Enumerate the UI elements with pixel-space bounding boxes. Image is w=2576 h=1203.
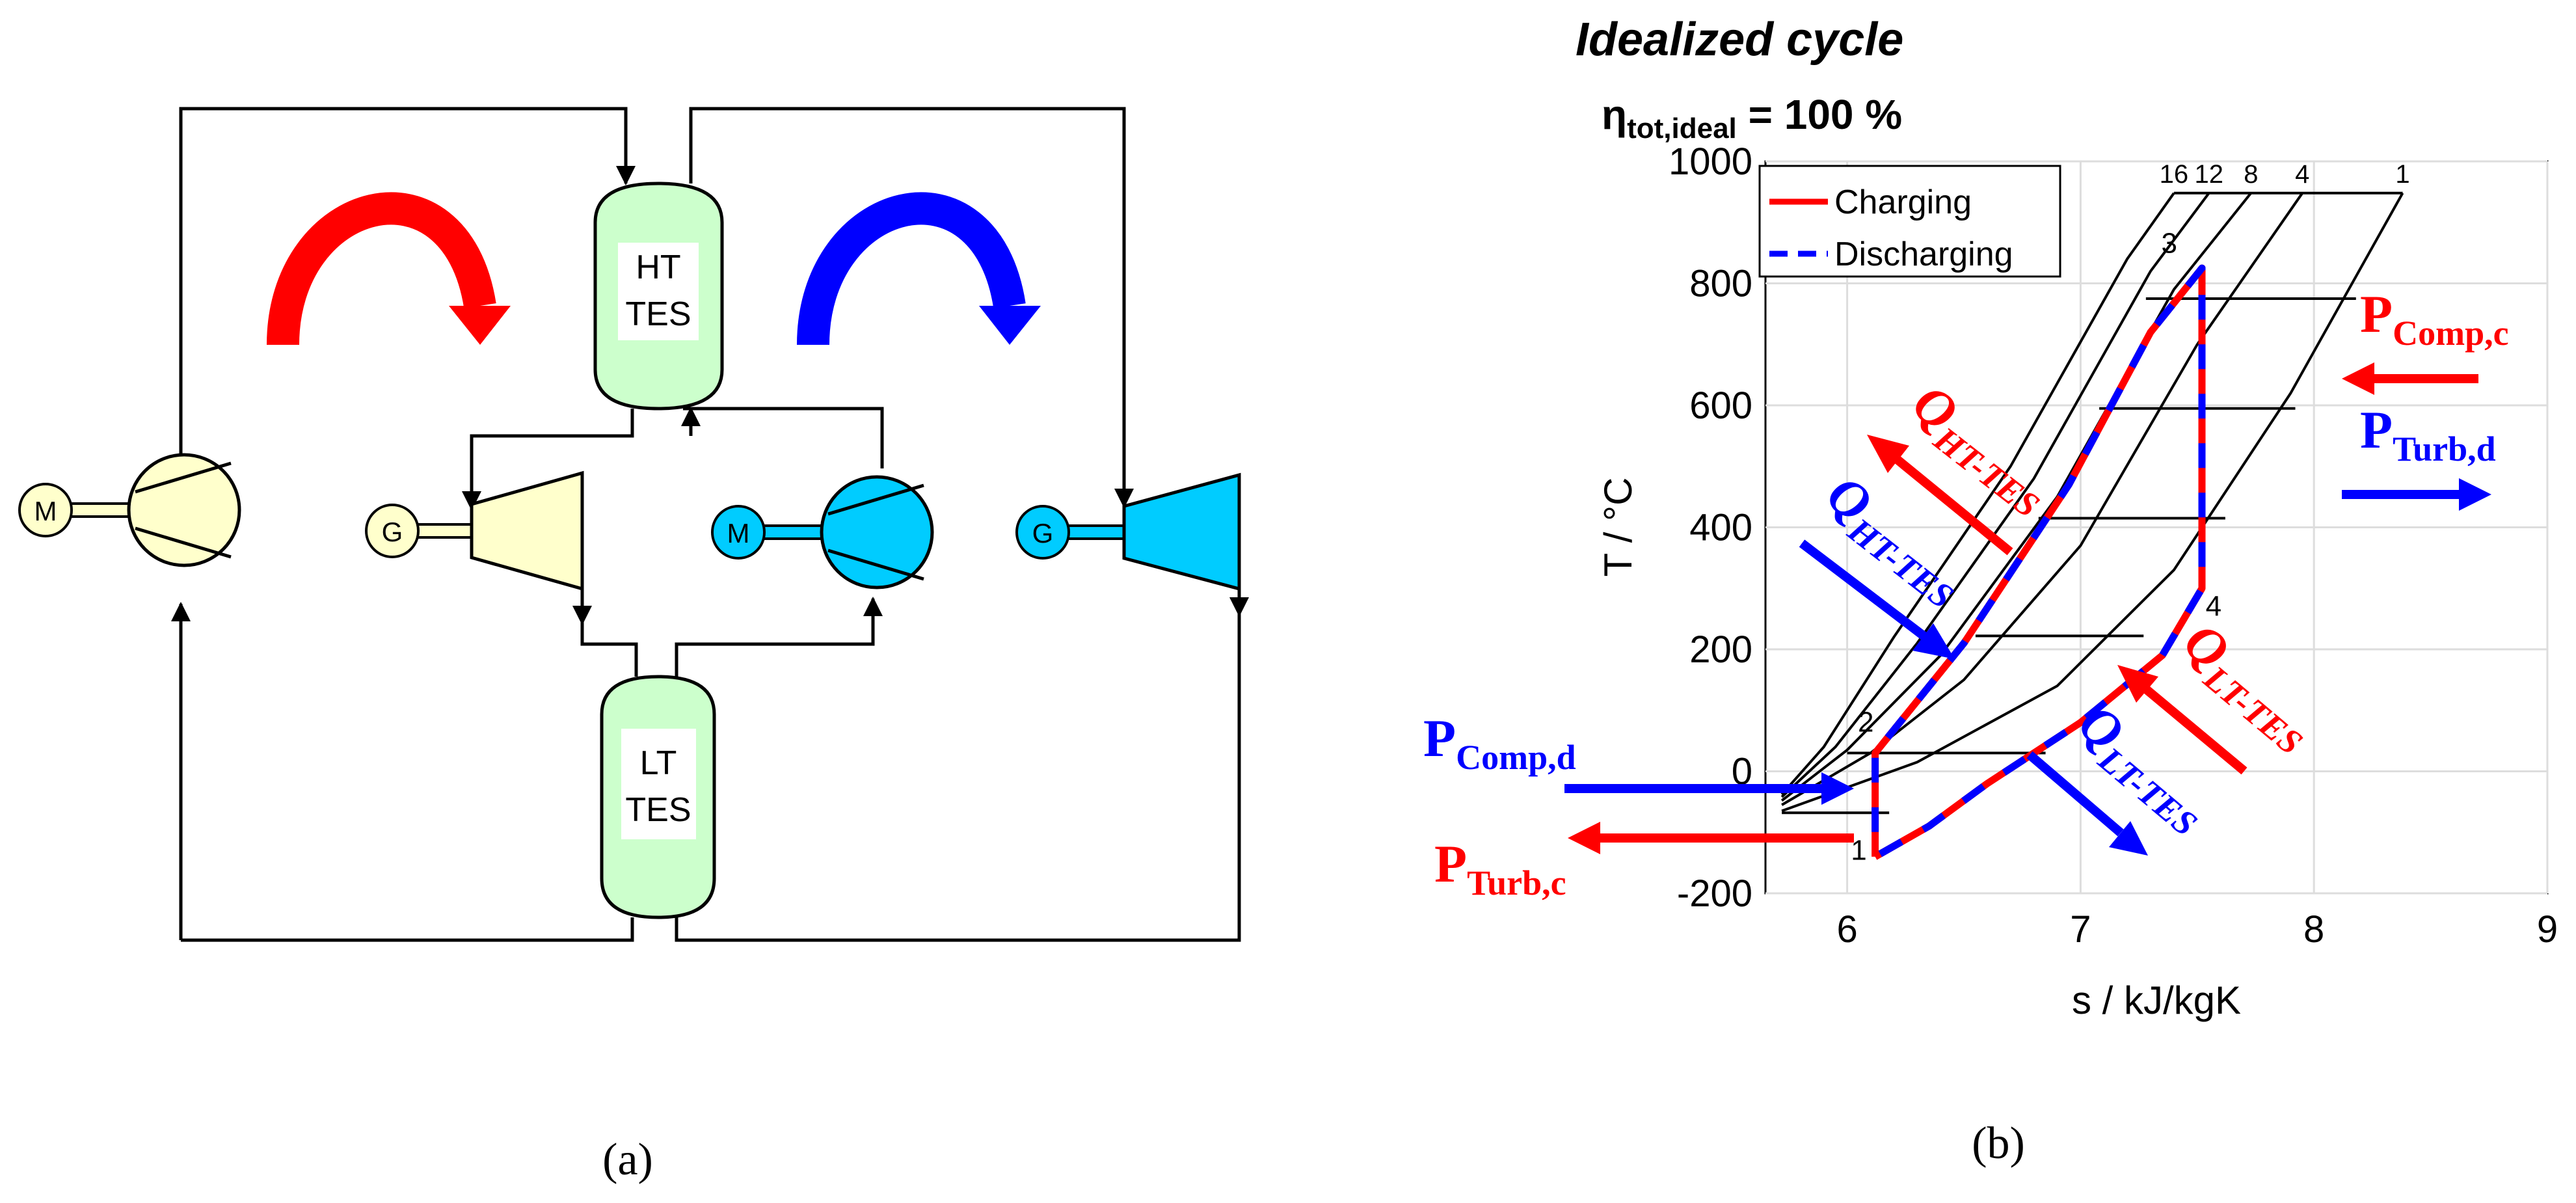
isobar-line <box>1780 192 2175 796</box>
lt-storage-tank-icon: LT TES <box>600 675 716 919</box>
x-axis-label: s / kJ/kgK <box>2072 979 2241 1022</box>
ht-tes-label-line2: TES <box>625 295 691 333</box>
grid <box>1765 160 2549 895</box>
panel-b-ts-diagram: Idealized cycle ηtot,ideal = 100 % 6 7 8 9 -… <box>1423 14 2558 1169</box>
ht-tes-label-line1: HT <box>636 249 680 286</box>
y-tick-label: 1000 <box>1669 141 1752 183</box>
discharging-compressor-icon: M <box>711 475 934 589</box>
isobar-line <box>1780 192 2252 802</box>
p-comp-d-label: PComp,d <box>1423 709 1576 777</box>
y-tick-label: 200 <box>1689 629 1752 671</box>
pipe-lt-to-comp <box>675 597 883 677</box>
charging-motor-label: M <box>34 496 57 526</box>
state-point-label: 3 <box>2161 228 2177 260</box>
p-turb-d-arrow-icon <box>2342 478 2491 511</box>
isobar-line <box>1781 192 2303 806</box>
discharging-turbine-icon: G <box>1015 472 1241 591</box>
y-tick-label: 600 <box>1689 385 1752 427</box>
discharging-cycle-line <box>1872 264 2206 860</box>
y-axis-label: T / °C <box>1596 478 1640 577</box>
isobar-line <box>1780 192 2210 798</box>
pipe-discharging-feed <box>683 407 884 468</box>
isobar-label: 8 <box>2244 160 2258 189</box>
y-tick-label: 400 <box>1689 507 1752 549</box>
legend: Charging Discharging <box>1758 165 2061 278</box>
pipe-hp-discharging <box>689 107 1134 508</box>
charging-expander-icon: G <box>365 470 584 591</box>
isobar-label: 16 <box>2160 160 2189 189</box>
q-ht-charge-arrow-icon <box>1867 435 2013 556</box>
isobar-line <box>1781 192 2404 813</box>
q-lt-discharge-arrow-icon <box>2026 751 2148 856</box>
pipe-exp-to-lt <box>580 573 638 677</box>
q-ht-discharge-arrow-icon <box>1799 539 1955 659</box>
pipe-lp-discharging <box>675 615 1241 942</box>
ht-storage-tank-icon: HT TES <box>593 182 724 411</box>
panel-b-caption: (b) <box>1972 1118 2025 1169</box>
state-point-label: 2 <box>1858 707 1873 738</box>
discharging-generator-label: G <box>1032 518 1054 548</box>
isobar-label: 1 <box>2395 160 2409 189</box>
pipe-lp-charging-bottom <box>181 917 634 942</box>
lt-tes-label-line2: TES <box>625 791 691 829</box>
q-lt-charge-arrow-icon <box>2117 665 2247 775</box>
p-turb-c-arrow-icon <box>1568 822 1854 854</box>
isobar-lines <box>1780 192 2404 813</box>
lt-tes-label-line1: LT <box>640 744 677 782</box>
state-point-label: 4 <box>2206 590 2221 622</box>
x-tick-label: 9 <box>2537 908 2558 951</box>
y-tick-label: 800 <box>1689 263 1752 305</box>
cycle-header: Idealized cycle <box>1576 14 1903 66</box>
motor-icon <box>711 505 766 560</box>
charging-generator-label: G <box>382 517 403 547</box>
legend-charging-label: Charging <box>1834 183 1972 221</box>
generator-icon <box>365 504 420 558</box>
isotherm-lines <box>1782 191 2403 815</box>
efficiency-label: ηtot,ideal = 100 % <box>1602 91 1902 144</box>
generator-icon <box>1015 505 1070 560</box>
motor-icon <box>18 483 73 537</box>
cycle-series <box>1872 264 2206 860</box>
x-tick-label: 8 <box>2303 908 2324 951</box>
x-tick-label: 6 <box>1836 908 1857 951</box>
p-turb-d-label: PTurb,d <box>2360 400 2496 468</box>
y-tick-label: -200 <box>1677 872 1752 915</box>
charging-direction-arrow-icon <box>267 192 511 345</box>
isobar-label: 4 <box>2295 160 2309 189</box>
charging-compressor-icon: M <box>18 453 241 567</box>
pipe-charging-return <box>462 409 634 511</box>
panel-a-caption: (a) <box>602 1135 653 1185</box>
p-comp-d-arrow-icon <box>1564 772 1854 805</box>
panel-a-schematic: HT TES LT TES M G M <box>18 107 1249 1185</box>
legend-discharging-label: Discharging <box>1834 236 2013 273</box>
x-tick-label: 7 <box>2070 908 2091 951</box>
p-comp-c-arrow-icon <box>2342 362 2478 395</box>
discharging-direction-arrow-icon <box>797 192 1041 345</box>
discharging-motor-label: M <box>727 518 750 548</box>
p-comp-c-label: PComp,c <box>2360 284 2509 353</box>
p-turb-c-label: PTurb,c <box>1434 834 1566 902</box>
isobar-label: 12 <box>2194 160 2223 189</box>
pipe-hp-charging <box>179 107 636 481</box>
